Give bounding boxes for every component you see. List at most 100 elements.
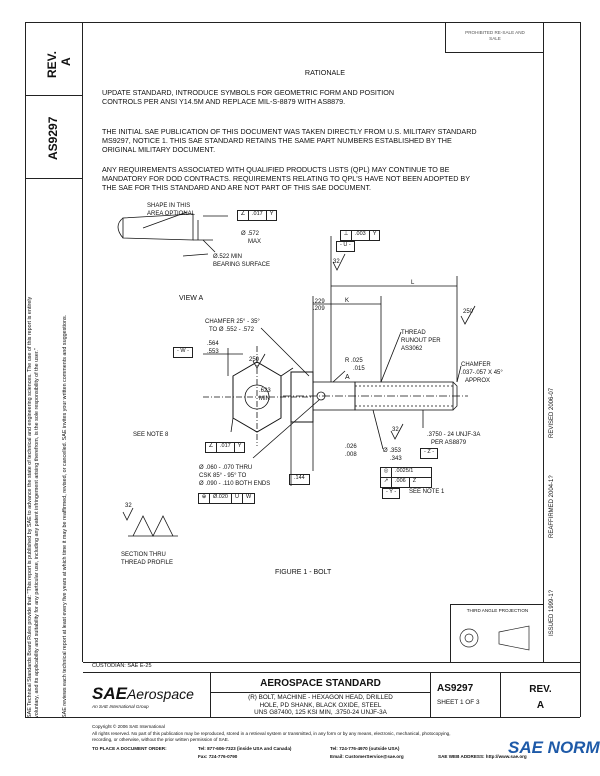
projection-cone [498, 625, 530, 651]
titleblock-top [83, 662, 580, 663]
frame-top [25, 22, 580, 23]
rights-notice: All rights reserved. No part of this pub… [92, 731, 542, 743]
thread-runout-line: AS3062 [401, 346, 423, 352]
dim-623-line: MIN [259, 396, 270, 402]
dia-353-line: Ø .353 [383, 448, 402, 454]
surface-value-32: 32 [392, 427, 399, 433]
surface-value-32: 32 [125, 503, 132, 509]
surface-finish-symbol [390, 423, 404, 440]
surface-value-250: 250 [249, 357, 260, 363]
fcf-hole: ⊕ Ø.020 U W [198, 493, 256, 504]
fcf-head: ∠ .017 Y [205, 442, 246, 453]
fcf-value: Ø.020 [210, 494, 232, 503]
order-label: TO PLACE A DOCUMENT ORDER: [92, 746, 167, 751]
frame-left [25, 22, 26, 717]
body-line: MS9297, NOTICE 1. THIS SAE STANDARD RETA… [102, 136, 452, 145]
drill-note-line: Ø .060 - .070 THRU [199, 465, 252, 471]
leader-line [252, 399, 320, 459]
datum-z: - Z - [420, 448, 439, 459]
surface-finish-symbol [460, 305, 476, 325]
stamp-box: PROHIBITED RE-SALE AND SALE [445, 22, 544, 53]
left-column-divider [82, 22, 83, 662]
body-line: THE INITIAL SAE PUBLICATION OF THIS DOCU… [102, 127, 477, 136]
side-doc-number: AS9297 [46, 116, 60, 160]
order-email: Email: CustomerService@sae.org [330, 754, 404, 759]
fcf-symbol: ◎ [381, 468, 392, 477]
watermark-logo: SAE NORM [508, 738, 600, 757]
projection-label: THIRD ANGLE PROJECTION [466, 608, 529, 613]
side-notice-line-2: voluntary, and its applicability and sui… [34, 348, 40, 718]
frame-right [580, 22, 581, 717]
web-address: SAE WEB ADDRESS: http://www.sae.org [438, 754, 527, 759]
side-date-reaffirmed: REAFFIRMED 2004-1? [549, 475, 555, 538]
leader-line [182, 253, 209, 257]
docnum-box-divider [25, 178, 82, 179]
side-rev-label: REV. [45, 51, 59, 78]
thread-profile-teeth [132, 515, 174, 537]
rationale-text: UPDATE STANDARD, INTRODUCE SYMBOLS FOR G… [102, 88, 542, 106]
projection-circle [464, 633, 474, 643]
drill-note-line: Ø .090 - .110 BOTH ENDS [199, 481, 270, 487]
body-paragraph-1: THE INITIAL SAE PUBLICATION OF THIS DOCU… [102, 127, 542, 154]
side-notice-line-1: SAE Technical Standards Board Rules prov… [27, 296, 33, 718]
sae-logo: SAE Aerospace [92, 684, 194, 704]
title-rev-label: REV. [529, 684, 552, 695]
rationale-line: CONTROLS PER ANSI Y14.5M AND REPLACE MIL… [102, 97, 346, 106]
standard-description: (R) BOLT, MACHINE - HEXAGON HEAD, DRILLE… [211, 694, 430, 717]
projection-circle [459, 628, 479, 648]
fcf-datum: Y [237, 443, 242, 449]
thread-runout-line: RUNOUT PER [401, 338, 441, 344]
dim-229-line: .229 [313, 299, 325, 305]
view-a-label: VIEW A [179, 295, 203, 302]
stamp-line2: SALE [489, 36, 501, 41]
dimension-line [280, 367, 294, 377]
rights-line: recording, or otherwise, without the pri… [92, 737, 230, 742]
datum-u: - U - [336, 241, 355, 252]
thread-runout-line: THREAD [401, 330, 426, 336]
leader-line [372, 409, 384, 450]
side-notice-line-3: SAE reviews each technical report at lea… [62, 314, 68, 718]
fcf-symbol: ↗ [381, 478, 392, 487]
dim-026-line: .008 [345, 452, 357, 458]
fcf-value: .0025/1 [395, 468, 414, 474]
desc-line: HOLE, PD SHANK, BLACK OXIDE, STEEL [259, 701, 382, 709]
dim-026-line: .026 [345, 444, 357, 450]
section-label-line: SECTION THRU [121, 552, 166, 558]
dimension-line [230, 417, 234, 433]
fcf-value: .017 [249, 211, 267, 220]
order-tel-2: Tel: 724-776-4970 (outside USA) [330, 746, 400, 751]
drill-note-line: CSK 85° - 95° TO [199, 473, 247, 479]
sae-logo-aero: Aerospace [126, 686, 194, 702]
chamfer-tip-line: APPROX [465, 378, 490, 384]
section-label-line: THREAD PROFILE [121, 560, 173, 566]
fcf-shank-row2: ↗ .006 Z [380, 478, 432, 488]
body-line: ORIGINAL MILITARY DOCUMENT. [102, 145, 216, 154]
titleblock-divider [210, 692, 430, 693]
sae-logo-sub: An SAE International Group [92, 704, 149, 709]
side-rev-value: A [59, 57, 73, 66]
see-note-8: SEE NOTE 8 [133, 432, 169, 438]
drawing-labels: SHAPE IN THIS AREA OPTIONAL Ø .572 MAX Ø… [121, 203, 503, 576]
desc-line: UNS G87400, 125 KSI MIN, .3750-24 UNJF-3… [254, 709, 387, 716]
chamfer-tip-line: CHAMFER [461, 362, 491, 368]
chamfer-tip-line: .037-.057 X 45° [461, 370, 503, 376]
custodian: CUSTODIAN: SAE E-25 [92, 663, 152, 669]
rationale-line: UPDATE STANDARD, INTRODUCE SYMBOLS FOR G… [102, 88, 395, 97]
fcf-symbol: ⊕ [199, 494, 210, 503]
title-doc-number: AS9297 [437, 683, 474, 694]
leader-line [332, 370, 346, 383]
dim-229-line: .209 [313, 306, 325, 312]
fcf-datum: W [245, 494, 252, 500]
fcf-symbol: ∠ [206, 443, 217, 452]
k-label: K [345, 298, 349, 304]
surface-finish-symbol [122, 507, 134, 521]
fcf-value: .006 [392, 478, 410, 487]
head-detail-outline [122, 213, 194, 241]
titleblock-divider [430, 672, 431, 717]
fcf-top: ∠ .017 Y [237, 210, 278, 221]
fcf-value: .017 [217, 443, 235, 452]
leader-line [202, 239, 216, 253]
body-paragraph-2: ANY REQUIREMENTS ASSOCIATED WITH QUALIFI… [102, 165, 542, 192]
title-rev-value: A [536, 700, 545, 711]
projection-symbol [459, 625, 530, 651]
